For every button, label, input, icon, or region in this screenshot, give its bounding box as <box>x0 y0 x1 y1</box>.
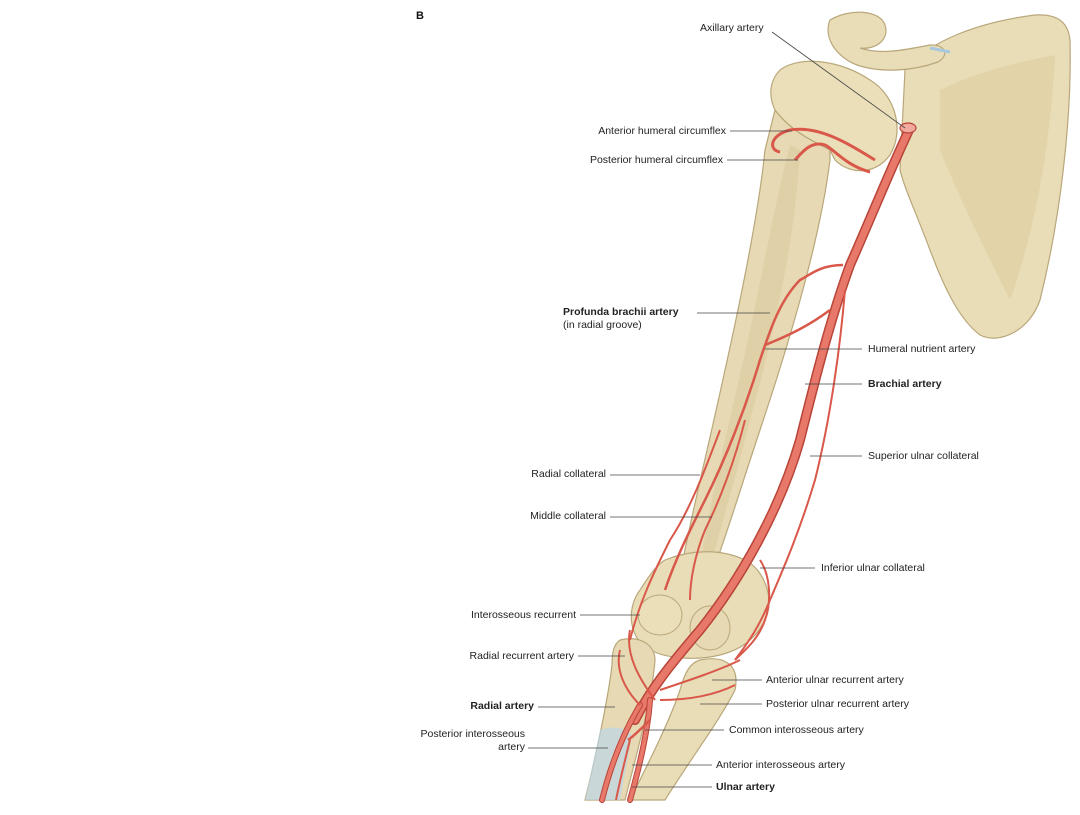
axillary-cut-end <box>899 122 917 134</box>
label-superior-ulnar-collateral: Superior ulnar collateral <box>868 450 979 462</box>
humeral-nutrient-vessel <box>764 308 831 347</box>
label-inferior-ulnar-collateral: Inferior ulnar collateral <box>821 562 925 574</box>
label-profunda-note: (in radial groove) <box>563 319 642 331</box>
post-ulnar-recurrent-vessel <box>659 684 736 701</box>
label-common-interosseous: Common interosseous artery <box>729 724 864 736</box>
label-profunda-brachii: Profunda brachii artery <box>563 306 679 318</box>
label-radial-recurrent: Radial recurrent artery <box>469 650 574 662</box>
label-radial-collateral: Radial collateral <box>531 468 606 480</box>
anterior-interosseous-vessel <box>615 739 631 801</box>
label-posterior-ulnar-recurrent: Posterior ulnar recurrent artery <box>766 698 909 710</box>
humerus-shaft-shadow <box>700 145 800 565</box>
label-anterior-interosseous: Anterior interosseous artery <box>716 759 845 771</box>
radial-recurrent-vessel <box>617 649 641 706</box>
post-humeral-circumflex-vessel <box>793 142 871 174</box>
label-radial-artery: Radial artery <box>470 700 534 712</box>
label-axillary-artery: Axillary artery <box>700 22 764 34</box>
label-posterior-interosseous-line1: Posterior interosseous <box>420 728 525 740</box>
interosseous-recurrent-vessel <box>628 629 656 701</box>
superior-ulnar-collateral-vessel <box>734 289 846 661</box>
scapula-shadow <box>940 55 1055 300</box>
common-interosseous-vessel <box>627 719 651 742</box>
label-anterior-ulnar-recurrent: Anterior ulnar recurrent artery <box>766 674 904 686</box>
profunda-brachii-vessel <box>663 263 844 591</box>
radial-artery-vessel-fill <box>600 703 642 802</box>
leader-axillary <box>771 31 906 129</box>
radial-collateral-vessel <box>629 429 721 641</box>
label-humeral-nutrient: Humeral nutrient artery <box>868 343 976 355</box>
capitulum <box>637 594 683 636</box>
main-artery <box>631 124 914 724</box>
label-middle-collateral: Middle collateral <box>530 510 606 522</box>
label-posterior-interosseous-line2: artery <box>498 741 525 753</box>
acromion <box>827 11 946 71</box>
label-ulnar-artery: Ulnar artery <box>716 781 775 793</box>
inferior-ulnar-collateral-vessel <box>734 559 771 661</box>
panel-letter: B <box>416 10 424 22</box>
label-brachial-artery: Brachial artery <box>868 378 942 390</box>
acromion-ligament <box>929 46 951 54</box>
ant-ulnar-recurrent-vessel <box>659 659 741 691</box>
ant-humeral-circumflex-vessel <box>771 127 876 162</box>
middle-collateral-vessel <box>689 419 746 601</box>
label-anterior-humeral-circumflex: Anterior humeral circumflex <box>598 125 726 137</box>
trochlea <box>689 605 731 651</box>
ulnar-artery-vessel-fill <box>628 698 652 802</box>
leader-lines <box>528 31 906 788</box>
label-interosseous-recurrent: Interosseous recurrent <box>470 609 576 621</box>
label-posterior-humeral-circumflex: Posterior humeral circumflex <box>589 154 723 166</box>
